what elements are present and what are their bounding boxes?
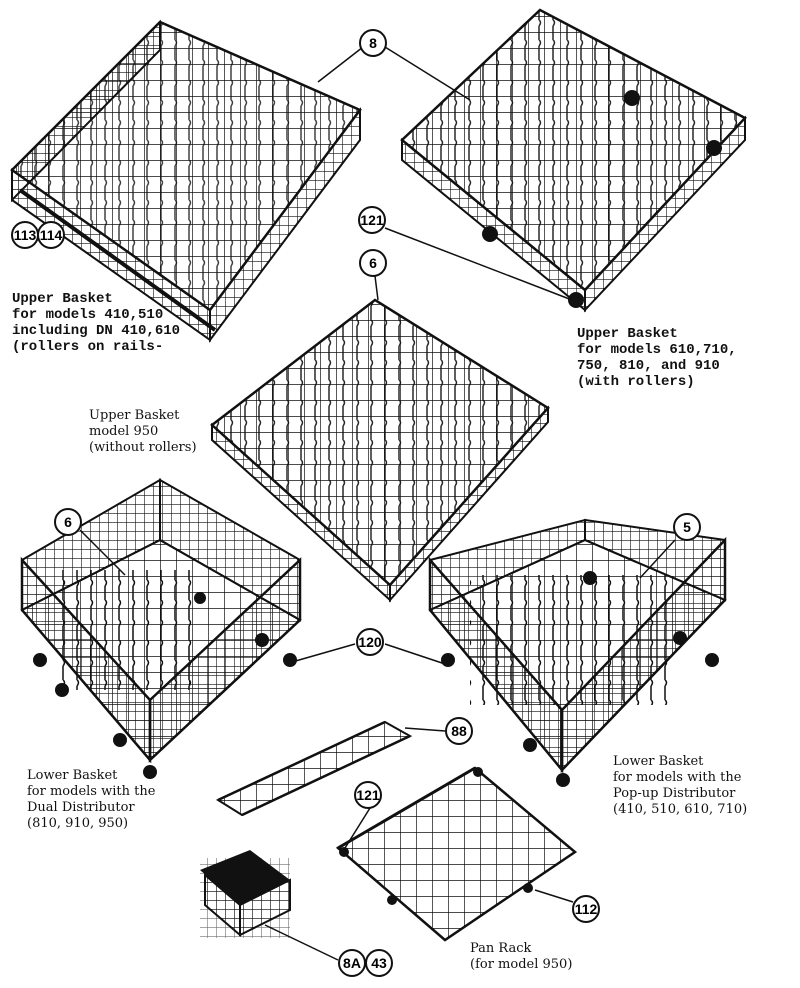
label-line: model 950 — [89, 424, 159, 439]
svg-text:5: 5 — [683, 519, 691, 535]
label-pan-rack: Pan Rack (for model 950) — [470, 941, 572, 973]
upper-basket-610-illustration — [400, 8, 748, 313]
callout-113: 113 — [11, 221, 39, 249]
label-line: for models with the — [613, 770, 742, 785]
callout-43: 43 — [365, 949, 393, 977]
label-line: for models 410,510 — [12, 307, 164, 323]
upper-basket-410-illustration — [10, 19, 362, 343]
svg-text:113: 113 — [14, 227, 37, 243]
callout-121-top: 121 — [358, 206, 386, 234]
svg-text:6: 6 — [369, 255, 377, 271]
callout-8a: 8A — [338, 949, 366, 977]
label-line: Pop-up Distributor — [613, 786, 736, 801]
label-upper-basket-410: Upper Basket for models 410,510 includin… — [12, 291, 180, 355]
label-line: Upper Basket — [89, 408, 180, 423]
svg-text:88: 88 — [451, 723, 467, 739]
label-line: 750, 810, and 910 — [577, 358, 720, 374]
silverware-basket-illustration — [200, 850, 291, 938]
label-line: Dual Distributor — [27, 800, 135, 815]
label-line: Lower Basket — [613, 754, 704, 769]
label-line: (810, 910, 950) — [27, 816, 129, 831]
svg-text:120: 120 — [358, 634, 382, 650]
label-line: Upper Basket — [577, 326, 678, 342]
label-line: including DN 410,610 — [12, 323, 181, 339]
callout-112: 112 — [572, 895, 600, 923]
callout-114: 114 — [37, 221, 65, 249]
label-upper-basket-610: Upper Basket for models 610,710, 750, 81… — [577, 326, 737, 390]
label-line: (for model 950) — [470, 957, 573, 972]
lower-basket-popup-illustration — [428, 518, 727, 787]
leader-lines — [79, 46, 676, 961]
svg-text:8A: 8A — [343, 955, 361, 971]
svg-text:6: 6 — [64, 514, 72, 530]
callout-88: 88 — [445, 717, 473, 745]
callout-121-bottom: 121 — [354, 781, 382, 809]
svg-text:114: 114 — [40, 227, 63, 243]
label-line: (without rollers) — [89, 440, 197, 455]
label-lower-basket-popup: Lower Basket for models with the Pop-up … — [613, 754, 747, 818]
pan-rack-illustration — [335, 766, 578, 942]
callout-120: 120 — [356, 628, 384, 656]
label-line: (with rollers) — [577, 374, 695, 390]
label-line: for models 610,710, — [577, 342, 737, 358]
label-upper-basket-950: Upper Basket model 950 (without rollers) — [89, 408, 197, 456]
label-lower-basket-dual: Lower Basket for models with the Dual Di… — [27, 768, 155, 832]
callout-6-left: 6 — [54, 508, 82, 536]
svg-text:121: 121 — [360, 212, 384, 228]
lower-basket-dual-illustration — [20, 478, 302, 779]
svg-text:112: 112 — [575, 901, 598, 917]
upper-basket-950-illustration — [210, 298, 550, 603]
label-line: Upper Basket — [12, 291, 113, 307]
shelf-88-illustration — [215, 720, 413, 817]
label-line: Lower Basket — [27, 768, 118, 783]
label-line: Pan Rack — [470, 941, 532, 956]
svg-text:43: 43 — [371, 955, 387, 971]
label-line: for models with the — [27, 784, 156, 799]
callout-6-mid: 6 — [359, 249, 387, 277]
callout-8-top: 8 — [359, 29, 387, 57]
callout-5: 5 — [673, 513, 701, 541]
svg-text:121: 121 — [356, 787, 380, 803]
svg-text:8: 8 — [369, 35, 377, 51]
label-line: (rollers on rails- — [12, 339, 164, 355]
label-line: (410, 510, 610, 710) — [613, 802, 748, 817]
